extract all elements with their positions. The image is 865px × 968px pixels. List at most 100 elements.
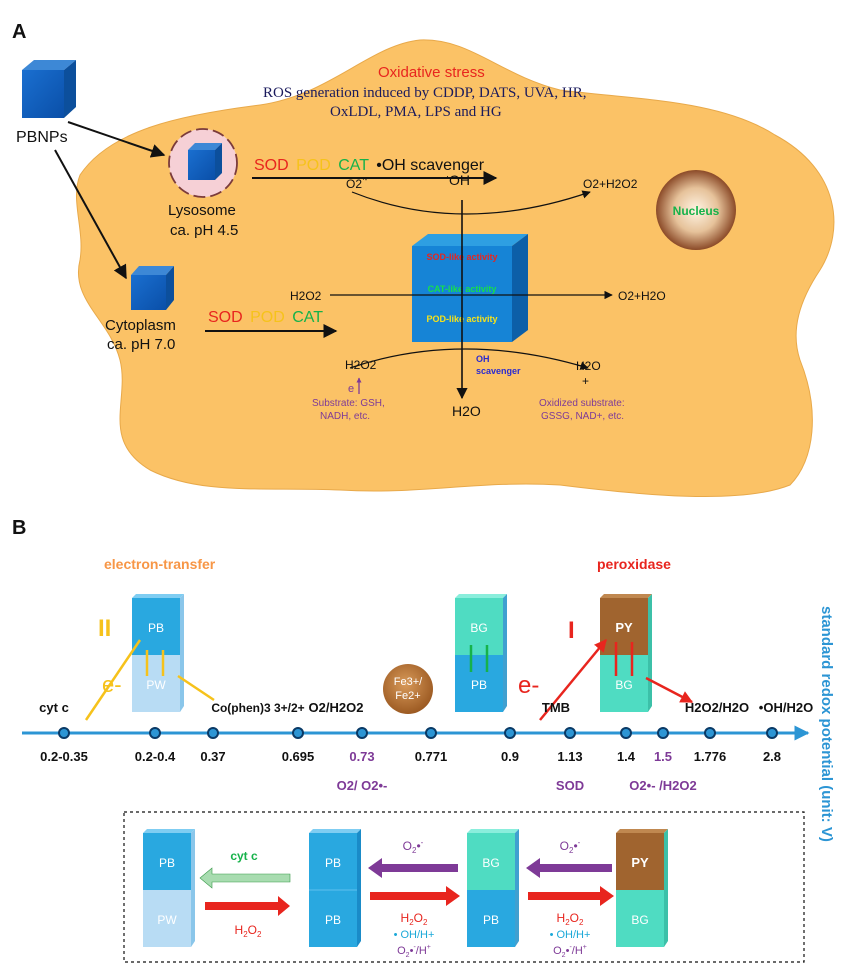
axis-below-label: O2/ O2•- [337,778,388,793]
axis-tick-label: 0.37 [200,749,225,764]
box-ohh-label-2: • OH/H+ [550,929,591,941]
lysosome-ph: ca. pH 4.5 [170,222,238,239]
electron-e-right: e- [518,672,539,699]
cube1-pb-label: PB [148,621,164,635]
cytc-yellow-arrow [84,639,142,721]
fe-couple-2: Fe2+ [395,690,420,702]
box-o2-label-2: O2•- [560,838,581,855]
box-o2-label-1: O2•- [403,838,424,855]
o2-h2o2-right: O2+H2O2 [583,177,638,191]
oh-scavenger-1: OH [476,354,490,364]
cube2-bg-label: BG [470,621,487,635]
pbnps-cube [22,60,76,118]
oxidized-line-1: Oxidized substrate: [539,398,625,409]
box3-pb-label: PB [483,913,499,927]
box-cube-py-bg [616,829,668,947]
fe-couple-circle [383,664,433,714]
tmb-red-arrow [539,639,607,721]
o2-radical-left: O2·- [346,175,368,191]
axis-above-label: O2/H2O2 [309,700,364,715]
axis-tick [620,727,632,739]
axis-above-label: •OH/H2O [759,700,813,715]
sod-curve-arrow [351,190,591,215]
panel-b-label: B [12,517,26,539]
o2-h2o-right: O2+H2O [618,289,666,303]
axis-tick-label: 1.5 [654,749,672,764]
box-o2h-label-1: O2•-/H+ [397,944,431,959]
axis-tick-label: 0.771 [415,749,448,764]
electron-label: e [348,383,354,395]
roman-i: I [568,617,575,644]
cube-bg-pb [455,594,507,712]
box-cube-bg-pb [467,829,519,947]
nucleus [656,170,736,250]
h2o-right: H2O [576,359,601,373]
axis-tick-label: 0.9 [501,749,519,764]
ros-line-1: ROS generation induced by CDDP, DATS, UV… [263,85,586,101]
axis-above-label: cyt c [39,700,69,715]
box-o2-purple-arrow-2 [526,858,612,878]
axis-tick-label: 2.8 [763,749,781,764]
box-h2o2-label-1: H2O2 [235,923,262,939]
axis-tick [207,727,219,739]
lys-oh-scavenger: •OH scavenger [376,157,485,174]
axis-tick-label: 0.2-0.4 [135,749,176,764]
axis-tick [504,727,516,739]
axis-below-label: SOD [556,778,584,793]
cube-py-bg [600,594,652,712]
axis-tick [657,727,669,739]
peroxidase-label: peroxidase [597,556,671,572]
cube2-pb-label: PB [471,678,487,692]
axis-above-label: H2O2/H2O [685,700,749,715]
panel-a-label: A [12,21,26,43]
box-h2o2-red-arrow-1 [205,896,290,916]
pod-curve-arrow [349,348,589,370]
electron-e-left: e- [102,672,122,697]
plus-sign: + [582,374,589,388]
nucleus-label: Nucleus [673,204,720,218]
cytoplasm-enzymes: SOD POD CAT [208,309,323,326]
arrow-to-lysosome [67,121,166,158]
roman-ii: II [98,615,111,642]
lysosome-cube [188,143,222,180]
pbnps-label: PBNPs [16,129,68,146]
box-h2o2-label-2: H2O2 [401,911,428,927]
arrow-to-cytoplasm [54,149,127,280]
h2o2-left: H2O2 [290,289,322,303]
lys-cat: CAT [338,157,369,174]
box2-pb-bottom-label: PB [325,913,341,927]
box2-pb-top-label: PB [325,856,341,870]
cube3-bg-label: BG [615,678,632,692]
axis-label: standard redox potential (unit: V) [818,606,835,842]
ros-line-2: OxLDL, PMA, LPS and HG [330,104,502,120]
cube3-py-label: PY [615,620,633,635]
lys-sod: SOD [254,157,289,174]
oxidized-line-2: GSSG, NAD+, etc. [541,411,624,422]
axis-below-label: O2•- /H2O2 [629,778,696,793]
axis-tick-label: 1.13 [557,749,582,764]
axis-tick [766,727,778,739]
axis-above-label: TMB [542,700,570,715]
cube1-pw-label: PW [146,678,166,692]
box-o2h-label-2: O2•-/H+ [553,944,587,959]
h2o-bottom: H2O [452,403,481,419]
box-cube-pb-pw [143,829,195,947]
oh-top: ·OH [446,171,470,188]
substrate-line-2: NADH, etc. [320,411,370,422]
h2o2-red-arrow [645,676,694,704]
axis-tick [564,727,576,739]
lys-pod: POD [296,157,331,174]
co-yellow-line [177,674,215,702]
box-cube-pb-pb [309,829,361,947]
axis-tick-label: 1.4 [617,749,636,764]
electron-transfer-label: electron-transfer [104,556,216,572]
fe-couple-1: Fe3+/ [394,676,423,688]
cytc-green-arrow [199,867,291,889]
box1-pb-label: PB [159,856,175,870]
box-o2-purple-arrow-1 [368,858,458,878]
axis-tick [425,727,437,739]
axis-above-label: Co(phen)3 3+/2+ [211,701,304,715]
box-h2o2-red-arrow-3 [528,886,614,906]
